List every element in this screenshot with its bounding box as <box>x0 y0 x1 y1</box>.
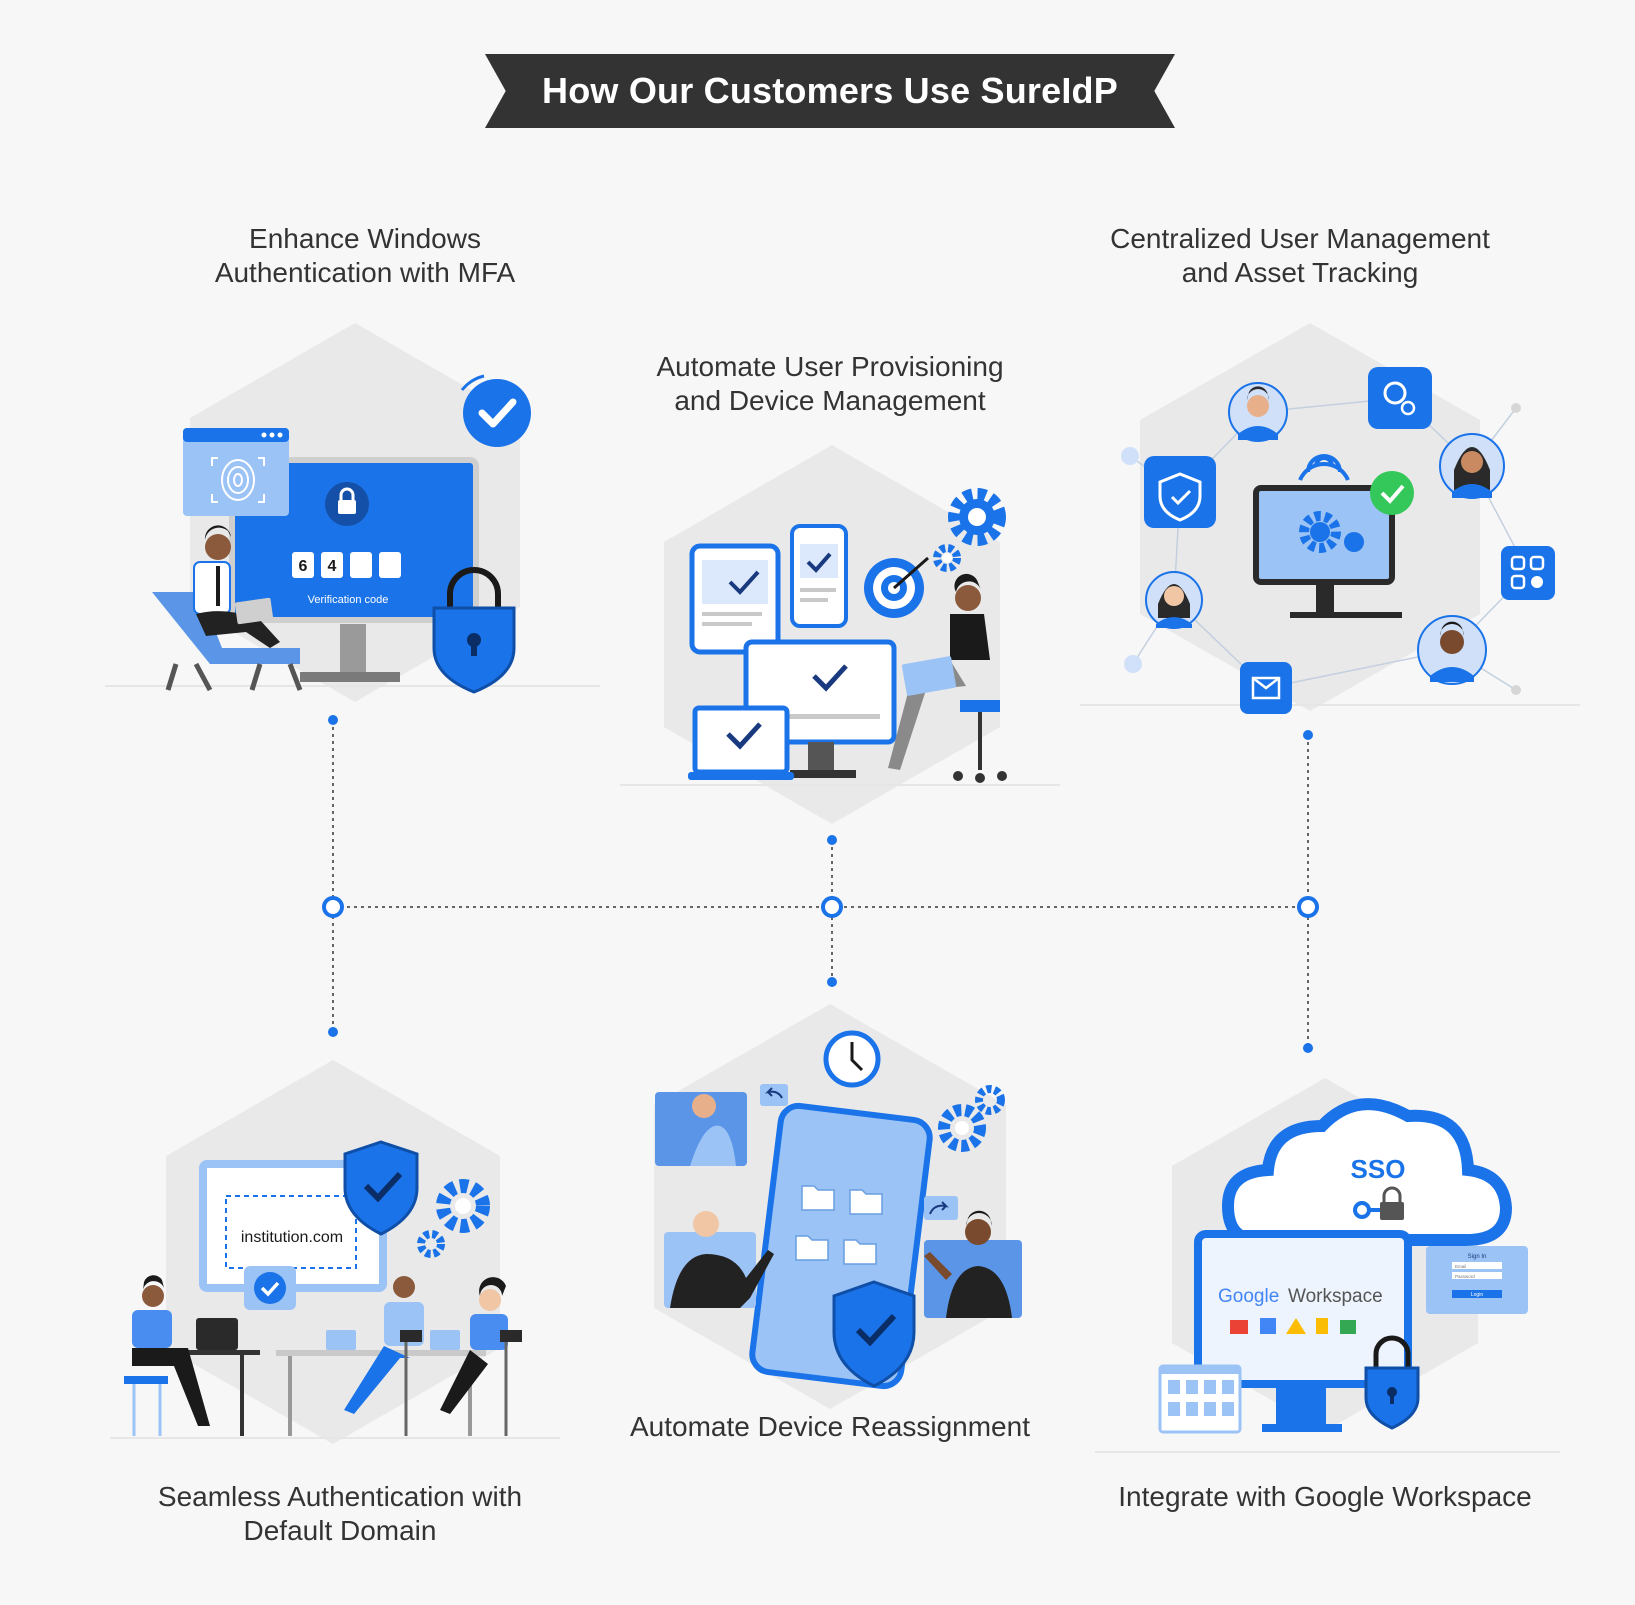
check-circle-icon <box>1370 471 1414 515</box>
fingerprint-icon <box>211 457 265 503</box>
code-digit: 4 <box>328 558 337 575</box>
shield-icon <box>1144 456 1216 528</box>
gear-icon <box>938 1104 986 1152</box>
apps-icon <box>1501 546 1555 600</box>
person <box>955 585 981 611</box>
provisioning-devices-illustration <box>620 445 1060 824</box>
wifi-icon <box>1298 454 1350 481</box>
gear-icon <box>948 488 1006 546</box>
user-avatar <box>1145 571 1203 629</box>
gear-icon <box>1299 511 1341 553</box>
shield-icon <box>343 1140 419 1236</box>
settings-icon <box>1368 367 1432 429</box>
monitor-screen <box>229 457 479 623</box>
mfa-monitor-illustration: 6 4 Verification code <box>105 323 600 702</box>
label-windows-mfa: Enhance Windows Authentication with MFA <box>214 223 516 288</box>
laptop <box>196 1318 238 1350</box>
label-default-domain: Seamless Authentication with Default Dom… <box>157 1481 523 1546</box>
connector-nodes <box>322 715 1319 1053</box>
node-ring <box>821 896 843 918</box>
gear-icon <box>436 1179 490 1233</box>
label-google-workspace: Integrate with Google Workspace <box>1118 1481 1532 1512</box>
node-dot <box>827 835 837 845</box>
domain-login-illustration: institution.com <box>110 1060 560 1444</box>
google-logo-text: Google <box>1218 1286 1279 1307</box>
node-dot <box>1303 1043 1313 1053</box>
signin-button: Login <box>1471 1292 1483 1298</box>
key-lock-icon <box>1353 1186 1404 1220</box>
check-badge-icon <box>254 1272 286 1304</box>
code-digit: 6 <box>299 558 308 575</box>
title-banner: How Our Customers Use SureIdP <box>485 54 1175 128</box>
gear-icon <box>417 1230 445 1258</box>
laptop <box>692 705 790 775</box>
workspace-text: Workspace <box>1288 1286 1383 1307</box>
node-ring <box>322 896 344 918</box>
label-user-management: Centralized User Management and Asset Tr… <box>1110 223 1490 288</box>
sso-text: SSO <box>1351 1154 1406 1184</box>
google-workspace-sso-illustration: SSO Google Workspace Sign In Email Passw… <box>1095 1078 1560 1453</box>
signin-password: Password <box>1455 1274 1475 1279</box>
google-app-icons <box>1230 1318 1356 1334</box>
desk <box>150 1350 260 1355</box>
armchair <box>152 592 300 664</box>
folder-icon <box>795 1185 883 1265</box>
domain-text: institution.com <box>241 1229 343 1246</box>
fingerprint-window <box>183 428 289 516</box>
page-title: How Our Customers Use SureIdP <box>542 70 1118 111</box>
label-device-reassignment: Automate Device Reassignment <box>630 1411 1030 1442</box>
check-badge-icon <box>463 379 531 447</box>
node-dot <box>328 715 338 725</box>
person <box>142 1285 164 1307</box>
gear-icon <box>975 1085 1005 1115</box>
signin-email: Email <box>1455 1264 1466 1269</box>
reply-icon <box>760 1084 788 1106</box>
gear-icon <box>933 544 961 572</box>
user-avatar <box>1439 433 1505 499</box>
node-dot <box>328 1027 338 1037</box>
person <box>205 534 231 560</box>
user-avatar <box>1228 382 1288 442</box>
cloud-icon <box>1221 1098 1513 1246</box>
person <box>393 1276 415 1298</box>
workspace-monitor <box>1194 1230 1412 1388</box>
node-dot <box>827 977 837 987</box>
node-ring <box>1297 896 1319 918</box>
node-dot <box>1303 730 1313 740</box>
forward-icon <box>924 1196 958 1220</box>
signin-card <box>1426 1246 1528 1314</box>
label-user-provisioning: Automate User Provisioning and Device Ma… <box>656 351 1004 416</box>
user-avatar <box>1417 615 1487 685</box>
signin-title: Sign In <box>1468 1254 1487 1260</box>
device-reassignment-illustration <box>654 1004 1022 1409</box>
calendar-icon <box>1158 1364 1242 1434</box>
verification-code-label: Verification code <box>308 594 389 606</box>
user-network-illustration <box>1080 323 1580 714</box>
person <box>479 1289 501 1311</box>
